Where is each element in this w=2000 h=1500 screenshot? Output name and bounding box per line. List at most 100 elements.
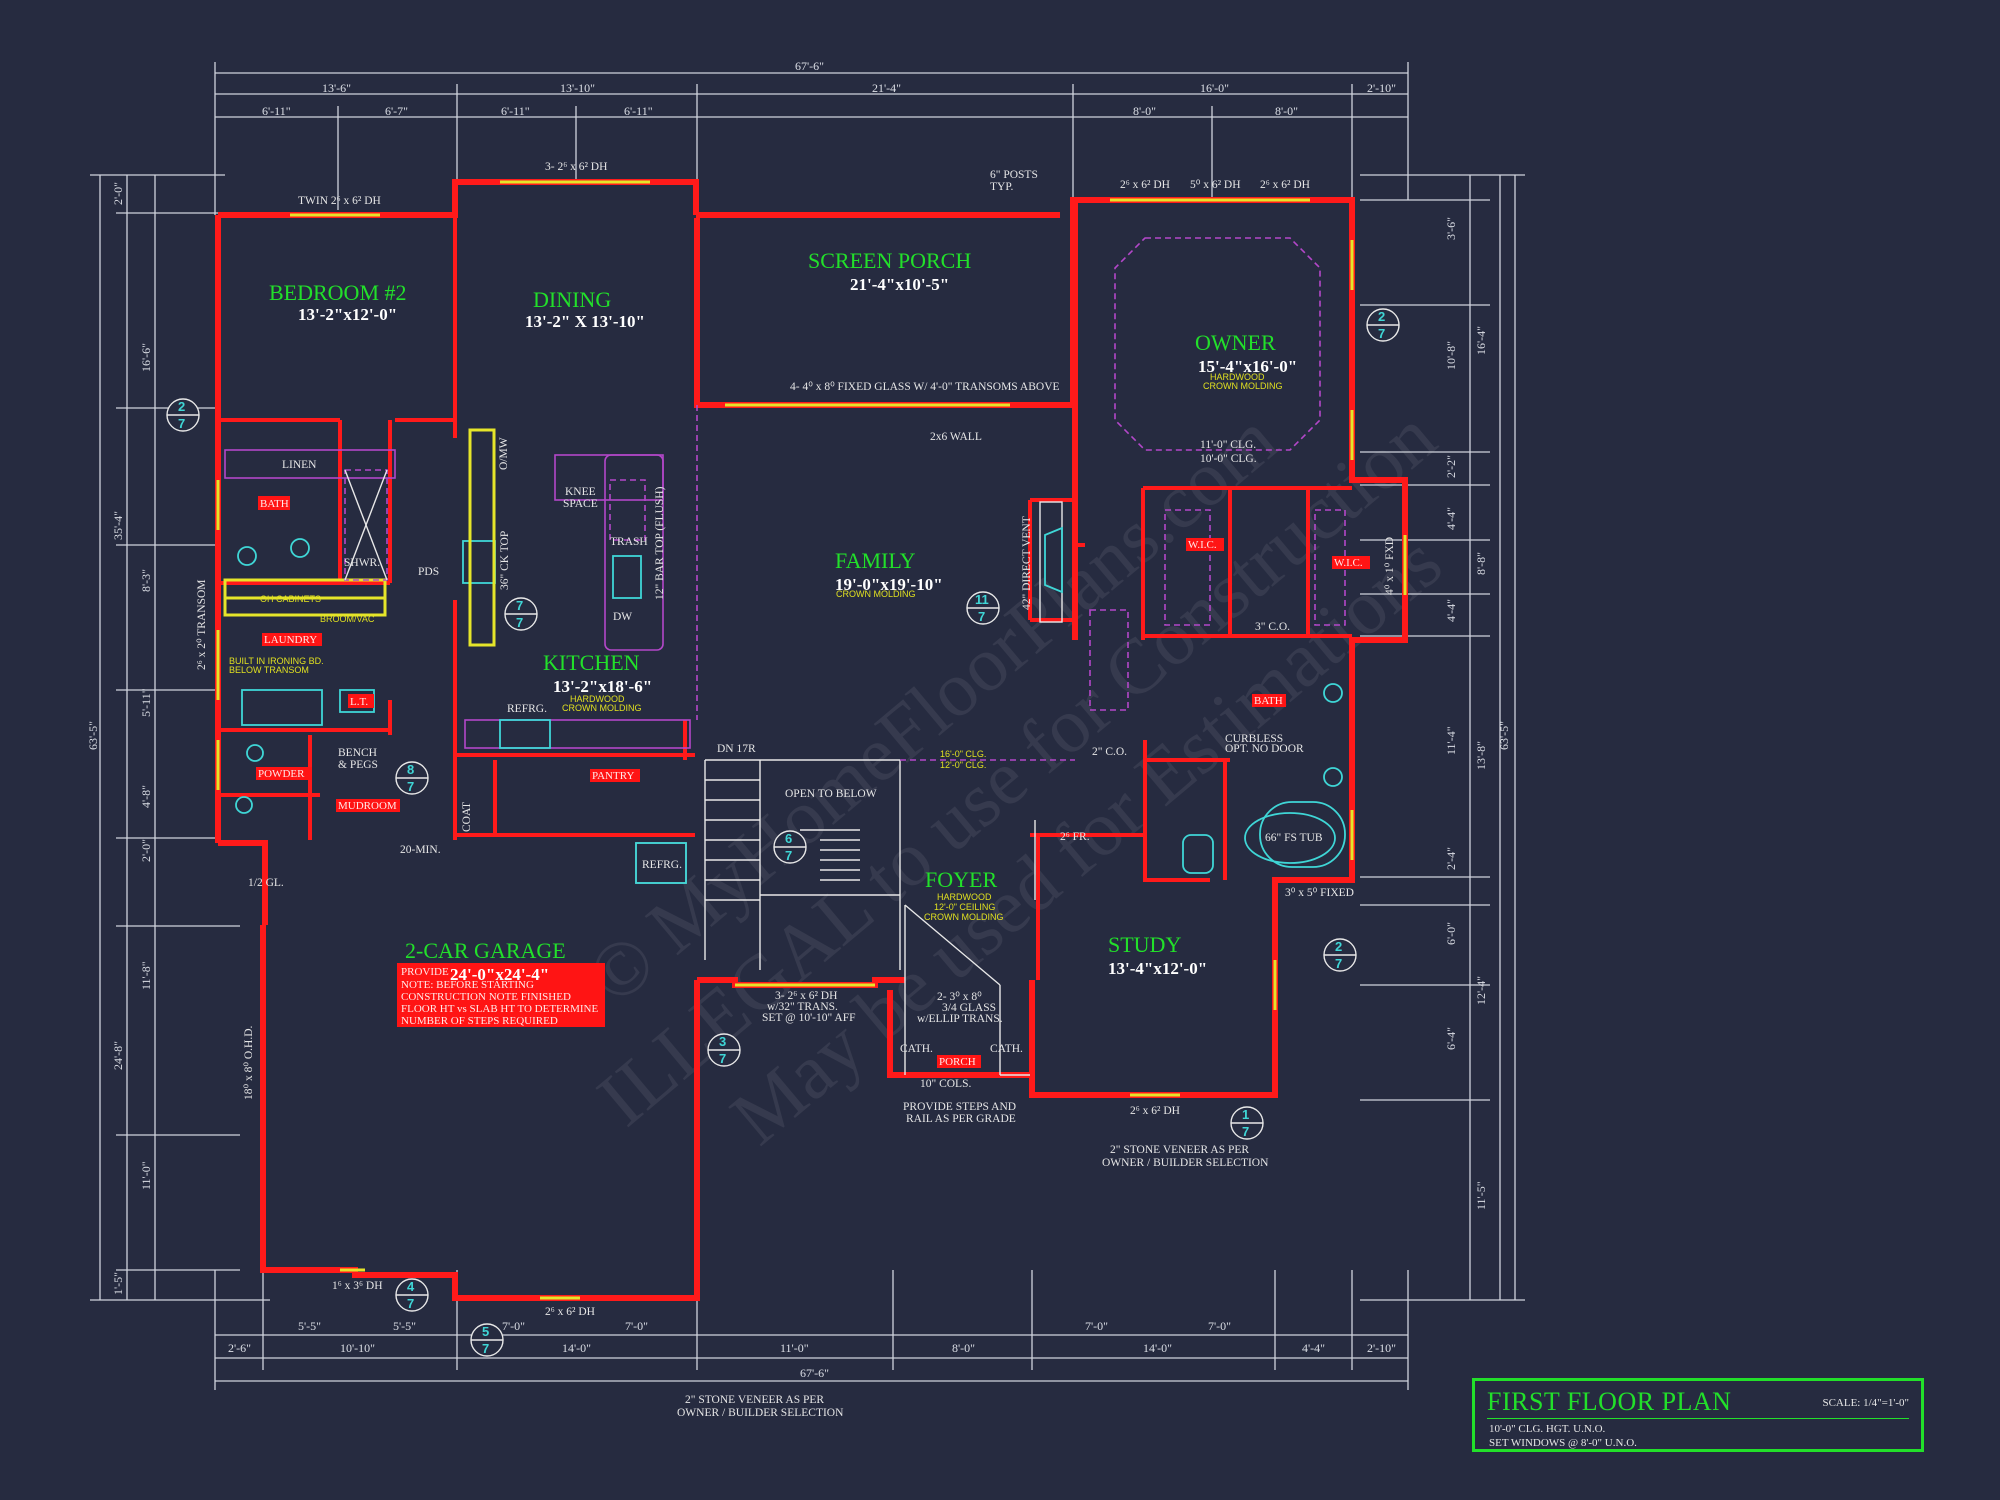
section-marker: 17 <box>1230 1106 1264 1140</box>
section-marker: 87 <box>395 761 429 795</box>
foyer-note-hardwood: HARDWOOD <box>937 892 992 902</box>
dim-left-a: 2'-0" <box>111 182 125 205</box>
note-ohd: 18⁰ x 8⁰ O.H.D. <box>243 1025 255 1100</box>
dim-left-g: 2'-0" <box>139 839 153 862</box>
note-refrg: REFRG. <box>507 703 547 715</box>
note-dh-3: 3- 2⁶ x 6² DH <box>545 161 607 173</box>
room-name-dining: DINING <box>533 287 611 312</box>
note-knee: KNEE <box>565 486 596 498</box>
svg-text:7: 7 <box>978 609 985 624</box>
dim-left-d: 8'-3" <box>139 569 153 592</box>
tag-porch: PORCH <box>939 1056 976 1068</box>
svg-text:7: 7 <box>178 416 185 431</box>
room-size-screen-porch: 21'-4"x10'-5" <box>850 275 949 294</box>
dim-right-g: 4'-4" <box>1444 599 1458 622</box>
note-clg-stair-1: 16'-0" CLG. <box>940 749 986 759</box>
svg-text:7: 7 <box>482 1341 489 1356</box>
room-name-family: FAMILY <box>835 548 916 573</box>
room-name-owner: OWNER <box>1195 330 1276 355</box>
dim-bottom-e: 8'-0" <box>952 1341 975 1355</box>
note-clg-stair-2: 12'-0" CLG. <box>940 760 986 770</box>
svg-text:1: 1 <box>1242 1107 1249 1122</box>
note-ck-top: 36" CK TOP <box>499 531 511 590</box>
room-size-study: 13'-4"x12'-0" <box>1108 959 1207 978</box>
note-fr-2: 2⁶ FR. <box>1060 831 1090 843</box>
note-space: SPACE <box>563 498 598 510</box>
windows <box>216 180 1407 1300</box>
svg-text:4: 4 <box>407 1279 415 1294</box>
note-below-transom: BELOW TRANSOM <box>229 665 309 675</box>
dim-bottom-g: 4'-4" <box>1302 1341 1325 1355</box>
dim-right-h: 11'-4" <box>1444 726 1458 755</box>
room-name-study: STUDY <box>1108 932 1181 957</box>
svg-text:8: 8 <box>407 762 414 777</box>
svg-text:7: 7 <box>516 615 523 630</box>
note-open-below: OPEN TO BELOW <box>785 788 877 800</box>
section-markers: 27 77 87 117 67 27 37 47 <box>166 308 1400 1357</box>
section-marker: 27 <box>1366 308 1400 342</box>
dim-bottom-a: 2'-6" <box>228 1341 251 1355</box>
foyer-note-crown: CROWN MOLDING <box>924 912 1004 922</box>
note-stone-2: 2" STONE VENEER AS PER <box>1110 1144 1249 1156</box>
dim-right-k: 6'-0" <box>1444 922 1458 945</box>
note-20-min: 20-MIN. <box>400 844 441 856</box>
interior-walls <box>218 215 1352 980</box>
dim-bottom-h: 2'-10" <box>1367 1341 1396 1355</box>
dim-bottom-b: 10'-10" <box>340 1341 375 1355</box>
tag-bath-2: BATH <box>1254 695 1283 707</box>
svg-text:2: 2 <box>1335 939 1342 954</box>
dim-bottom-c1: 7'-0" <box>502 1319 525 1333</box>
note-dw: DW <box>613 611 632 623</box>
room-size-owner: 15'-4"x16'-0" <box>1198 357 1297 376</box>
room-labels: BEDROOM #2 13'-2"x12'-0" DINING 13'-2" X… <box>269 248 1297 978</box>
plan-scale: SCALE: 1/4"=1'-0" <box>1822 1397 1909 1409</box>
garage-note-line4: FLOOR HT vs SLAB HT TO DETERMINE <box>401 1003 598 1015</box>
dim-bottom-f1: 7'-0" <box>1085 1319 1108 1333</box>
note-door-glass-3: w/ELLIP TRANS. <box>917 1013 1003 1025</box>
dim-right-overall: 63'-5" <box>1497 721 1511 750</box>
note-wic-fixed: 4⁰ x 1⁰ FXD <box>1384 537 1396 595</box>
note-cath-2: CATH. <box>990 1043 1023 1055</box>
note-foyer-win-3: SET @ 10'-10" AFF <box>762 1012 856 1024</box>
dim-right-n: 11'-5" <box>1474 1181 1488 1210</box>
note-tub: 66" FS TUB <box>1265 832 1323 844</box>
svg-text:2: 2 <box>1378 309 1385 324</box>
tag-bath: BATH <box>260 498 289 510</box>
title-divider <box>1487 1418 1909 1419</box>
room-name-kitchen: KITCHEN <box>543 650 640 675</box>
plan-note-ceiling: 10'-0" CLG. HGT. U.N.O. <box>1489 1423 1606 1435</box>
note-half-gl: 1/2 GL. <box>248 877 284 889</box>
red-tags: BATH LAUNDRY POWDER MUDROOM PANTRY L.T. … <box>256 496 1370 1068</box>
dim-right-b: 16'-4" <box>1474 326 1488 355</box>
note-fixed-glass: 4- 4⁰ x 8⁰ FIXED GLASS W/ 4'-0" TRANSOMS… <box>790 381 1060 393</box>
dimension-text: 67'-6" 13'-6" 13'-10" 21'-4" 16'-0" 2'-1… <box>86 59 1511 1380</box>
note-door-glass-1: 2- 3⁰ x 8⁰ <box>937 991 982 1003</box>
note-stone-1b: OWNER / BUILDER SELECTION <box>677 1407 844 1419</box>
plan-title: FIRST FLOOR PLAN <box>1487 1387 1732 1416</box>
dim-left-i: 24'-8" <box>111 1041 125 1070</box>
note-clg-owner-1: 11'-0" CLG. <box>1200 439 1256 451</box>
foyer-note-ceiling: 12'-0" CEILING <box>934 902 995 912</box>
owner-note-crown: CROWN MOLDING <box>1203 381 1283 391</box>
dim-bottom-c2: 7'-0" <box>625 1319 648 1333</box>
note-twin-dh: TWIN 2⁶ x 6² DH <box>298 195 381 207</box>
tag-pantry: PANTRY <box>592 770 634 782</box>
dim-left-b: 16'-6" <box>139 343 153 372</box>
note-co-3: 3" C.O. <box>1255 621 1290 633</box>
kitchen-note-crown: CROWN MOLDING <box>562 703 642 713</box>
note-oh-cab: OH CABINETS <box>260 594 321 604</box>
note-pds: PDS <box>418 566 439 578</box>
dim-top-d: 16'-0" <box>1200 81 1229 95</box>
svg-text:7: 7 <box>407 779 414 794</box>
garage-note-line1: PROVIDE <box>401 966 449 978</box>
dim-top-d1: 8'-0" <box>1133 104 1156 118</box>
note-foyer-win-1: 3- 2⁶ x 6² DH <box>775 990 837 1002</box>
dim-right-e: 4'-4" <box>1444 507 1458 530</box>
dim-bottom-d: 11'-0" <box>780 1341 809 1355</box>
section-marker: 27 <box>1323 938 1357 972</box>
room-name-screen-porch: SCREEN PORCH <box>808 248 971 273</box>
dim-top-e: 2'-10" <box>1367 81 1396 95</box>
note-wall-2x6: 2x6 WALL <box>930 431 982 443</box>
note-study-dh: 2⁶ x 6² DH <box>1130 1105 1180 1117</box>
